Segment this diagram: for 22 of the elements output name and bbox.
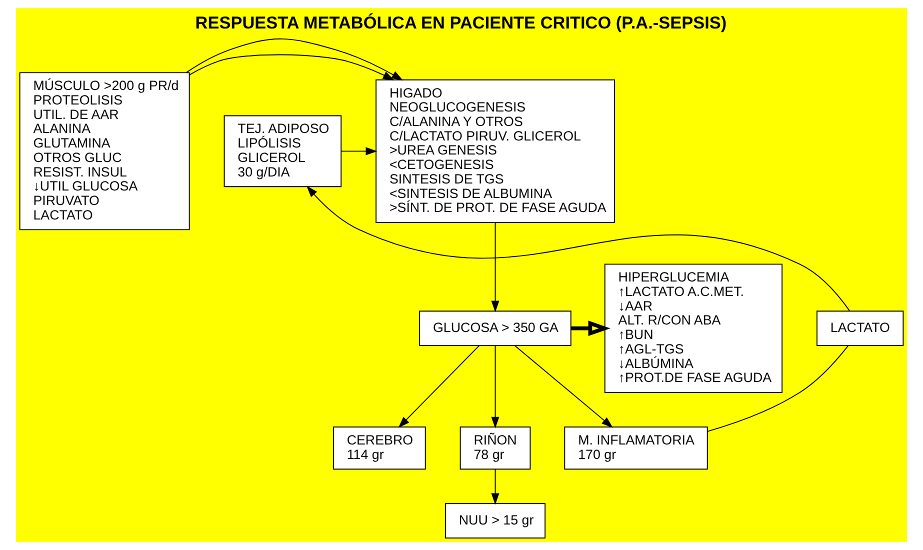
arrow [186,38,404,80]
node-box: MÚSCULO >200 g PR/d PROTEOLISIS UTIL. DE AAR ALANINA GLUTAMINA OTROS GLUC RESIST. INSUL ↓UTIL GLUCOSA PIRUVATO LACTATO [19,72,190,230]
node-box: M. INFLAMATORIA 170 gr [564,426,708,470]
node-box: RIÑON 78 gr [460,426,531,470]
diagram-title: RESPUESTA METABÓLICA EN PACIENTE CRITICO (P.A.-SEPSIS) [195,12,727,33]
arrow [306,186,850,312]
node-box: CEREBRO 114 gr [332,426,426,470]
arrow [398,345,480,428]
node-box: LACTATO [816,310,904,346]
arrow [514,345,613,428]
arrow [571,320,610,336]
arrow [491,222,500,312]
connector [707,345,849,432]
node-box: TEJ. ADIPOSO LIPÓLISIS GLICEROL 30 g/DIA [224,115,342,188]
node-box: HIPERGLUCEMIA ↑LACTATO A.C.MET. ↓AAR ALT. R/CON ABA ↑BUN ↑AGL-TGS ↓ALBÚMINA ↑PROT.DE FASE AGUDA [604,264,783,393]
node-box: NUU > 15 gr [444,503,546,539]
node-box: GLUCOSA > 350 GA [419,310,572,346]
arrow [340,147,378,156]
arrow [188,54,394,80]
arrow [491,468,500,505]
node-box: HIGADO NEOGLUCOGENESIS C/ALANINA Y OTROS C/LACTATO PIRUV. GLICEROL >UREA GENESIS <CETOGENESIS SINTESIS DE TGS <SINTESIS DE ALBUMINA >SÍNT. DE PROT. DE FASE AGUDA [376,79,615,223]
arrow [491,345,500,428]
